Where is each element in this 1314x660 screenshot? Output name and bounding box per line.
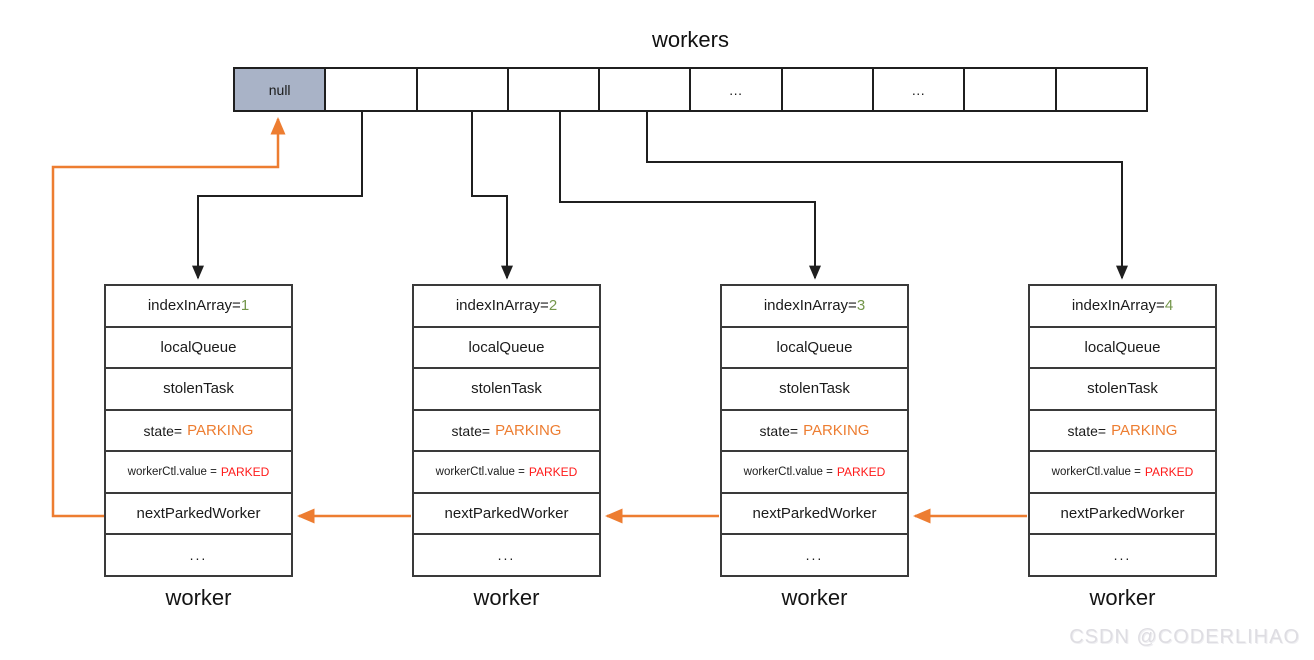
row-local-queue: localQueue	[1030, 328, 1215, 370]
row-index: indexInArray=1	[106, 286, 291, 328]
array-cell-ellipsis: …	[691, 69, 783, 110]
worker-caption: worker	[781, 585, 848, 610]
ctl-value: PARKED	[220, 465, 270, 480]
state-label: state=	[1067, 422, 1107, 439]
row-stolen-task: stolenTask	[722, 369, 907, 411]
row-worker-ctl: workerCtl.value =PARKED	[1030, 452, 1215, 494]
index-label: indexInArray=	[455, 297, 549, 315]
worker-box-1: indexInArray=1 localQueue stolenTask sta…	[104, 284, 293, 611]
worker-struct: indexInArray=2 localQueue stolenTask sta…	[412, 284, 601, 577]
row-state: state=PARKING	[722, 411, 907, 453]
array-cell	[600, 69, 692, 110]
worker-struct: indexInArray=4 localQueue stolenTask sta…	[1028, 284, 1217, 577]
array-cell	[509, 69, 601, 110]
row-index: indexInArray=3	[722, 286, 907, 328]
row-state: state=PARKING	[414, 411, 599, 453]
index-value: 2	[548, 297, 558, 315]
array-cell	[783, 69, 875, 110]
row-local-queue: localQueue	[722, 328, 907, 370]
arrow-cell2-to-worker1	[192, 112, 363, 280]
worker-box-2: indexInArray=2 localQueue stolenTask sta…	[412, 284, 601, 611]
row-local-queue: localQueue	[106, 328, 291, 370]
ctl-label: workerCtl.value =	[1051, 466, 1141, 479]
ctl-label: workerCtl.value =	[743, 466, 833, 479]
state-value: PARKING	[803, 422, 870, 440]
row-next-parked-worker: nextParkedWorker	[414, 494, 599, 536]
state-label: state=	[451, 422, 491, 439]
row-index: indexInArray=4	[1030, 286, 1215, 328]
row-worker-ctl: workerCtl.value =PARKED	[106, 452, 291, 494]
index-label: indexInArray=	[147, 297, 241, 315]
array-cell	[965, 69, 1057, 110]
row-local-queue: localQueue	[414, 328, 599, 370]
row-stolen-task: stolenTask	[1030, 369, 1215, 411]
worker-struct: indexInArray=1 localQueue stolenTask sta…	[104, 284, 293, 577]
state-label: state=	[143, 422, 183, 439]
row-stolen-task: stolenTask	[414, 369, 599, 411]
array-cell	[418, 69, 509, 110]
ctl-value: PARKED	[1144, 465, 1194, 480]
worker-box-3: indexInArray=3 localQueue stolenTask sta…	[720, 284, 909, 611]
row-worker-ctl: workerCtl.value =PARKED	[414, 452, 599, 494]
index-value: 4	[1164, 297, 1174, 315]
array-cell	[326, 69, 418, 110]
worker-box-4: indexInArray=4 localQueue stolenTask sta…	[1028, 284, 1217, 611]
worker-struct: indexInArray=3 localQueue stolenTask sta…	[720, 284, 909, 577]
worker-caption: worker	[1089, 585, 1156, 610]
ctl-label: workerCtl.value =	[127, 466, 217, 479]
arrow-cell3-to-worker2	[471, 112, 513, 280]
ctl-value: PARKED	[528, 465, 578, 480]
worker-caption: worker	[165, 585, 232, 610]
row-ellipsis: ...	[1113, 547, 1132, 564]
row-next-parked-worker: nextParkedWorker	[106, 494, 291, 536]
arrow-cell5-to-worker4	[646, 112, 1128, 280]
index-value: 3	[856, 297, 866, 315]
array-cell	[1057, 69, 1146, 110]
ctl-value: PARKED	[836, 465, 886, 480]
worker-caption: worker	[473, 585, 540, 610]
row-worker-ctl: workerCtl.value =PARKED	[722, 452, 907, 494]
ctl-label: workerCtl.value =	[435, 466, 525, 479]
row-stolen-task: stolenTask	[106, 369, 291, 411]
row-ellipsis: ...	[189, 547, 208, 564]
row-ellipsis: ...	[805, 547, 824, 564]
state-label: state=	[759, 422, 799, 439]
index-label: indexInArray=	[1071, 297, 1165, 315]
state-value: PARKING	[1111, 422, 1178, 440]
array-cell-null: null	[235, 69, 327, 110]
row-index: indexInArray=2	[414, 286, 599, 328]
state-value: PARKING	[187, 422, 254, 440]
index-label: indexInArray=	[763, 297, 857, 315]
row-ellipsis: ...	[497, 547, 516, 564]
row-next-parked-worker: nextParkedWorker	[722, 494, 907, 536]
row-next-parked-worker: nextParkedWorker	[1030, 494, 1215, 536]
index-value: 1	[240, 297, 250, 315]
workers-array: null … …	[233, 67, 1148, 112]
row-state: state=PARKING	[106, 411, 291, 453]
row-state: state=PARKING	[1030, 411, 1215, 453]
arrow-cell4-to-worker3	[559, 112, 821, 280]
watermark: CSDN @CODERLIHAO	[1069, 626, 1300, 648]
state-value: PARKING	[495, 422, 562, 440]
workers-array-title: workers	[651, 27, 729, 52]
array-cell-ellipsis: …	[874, 69, 966, 110]
